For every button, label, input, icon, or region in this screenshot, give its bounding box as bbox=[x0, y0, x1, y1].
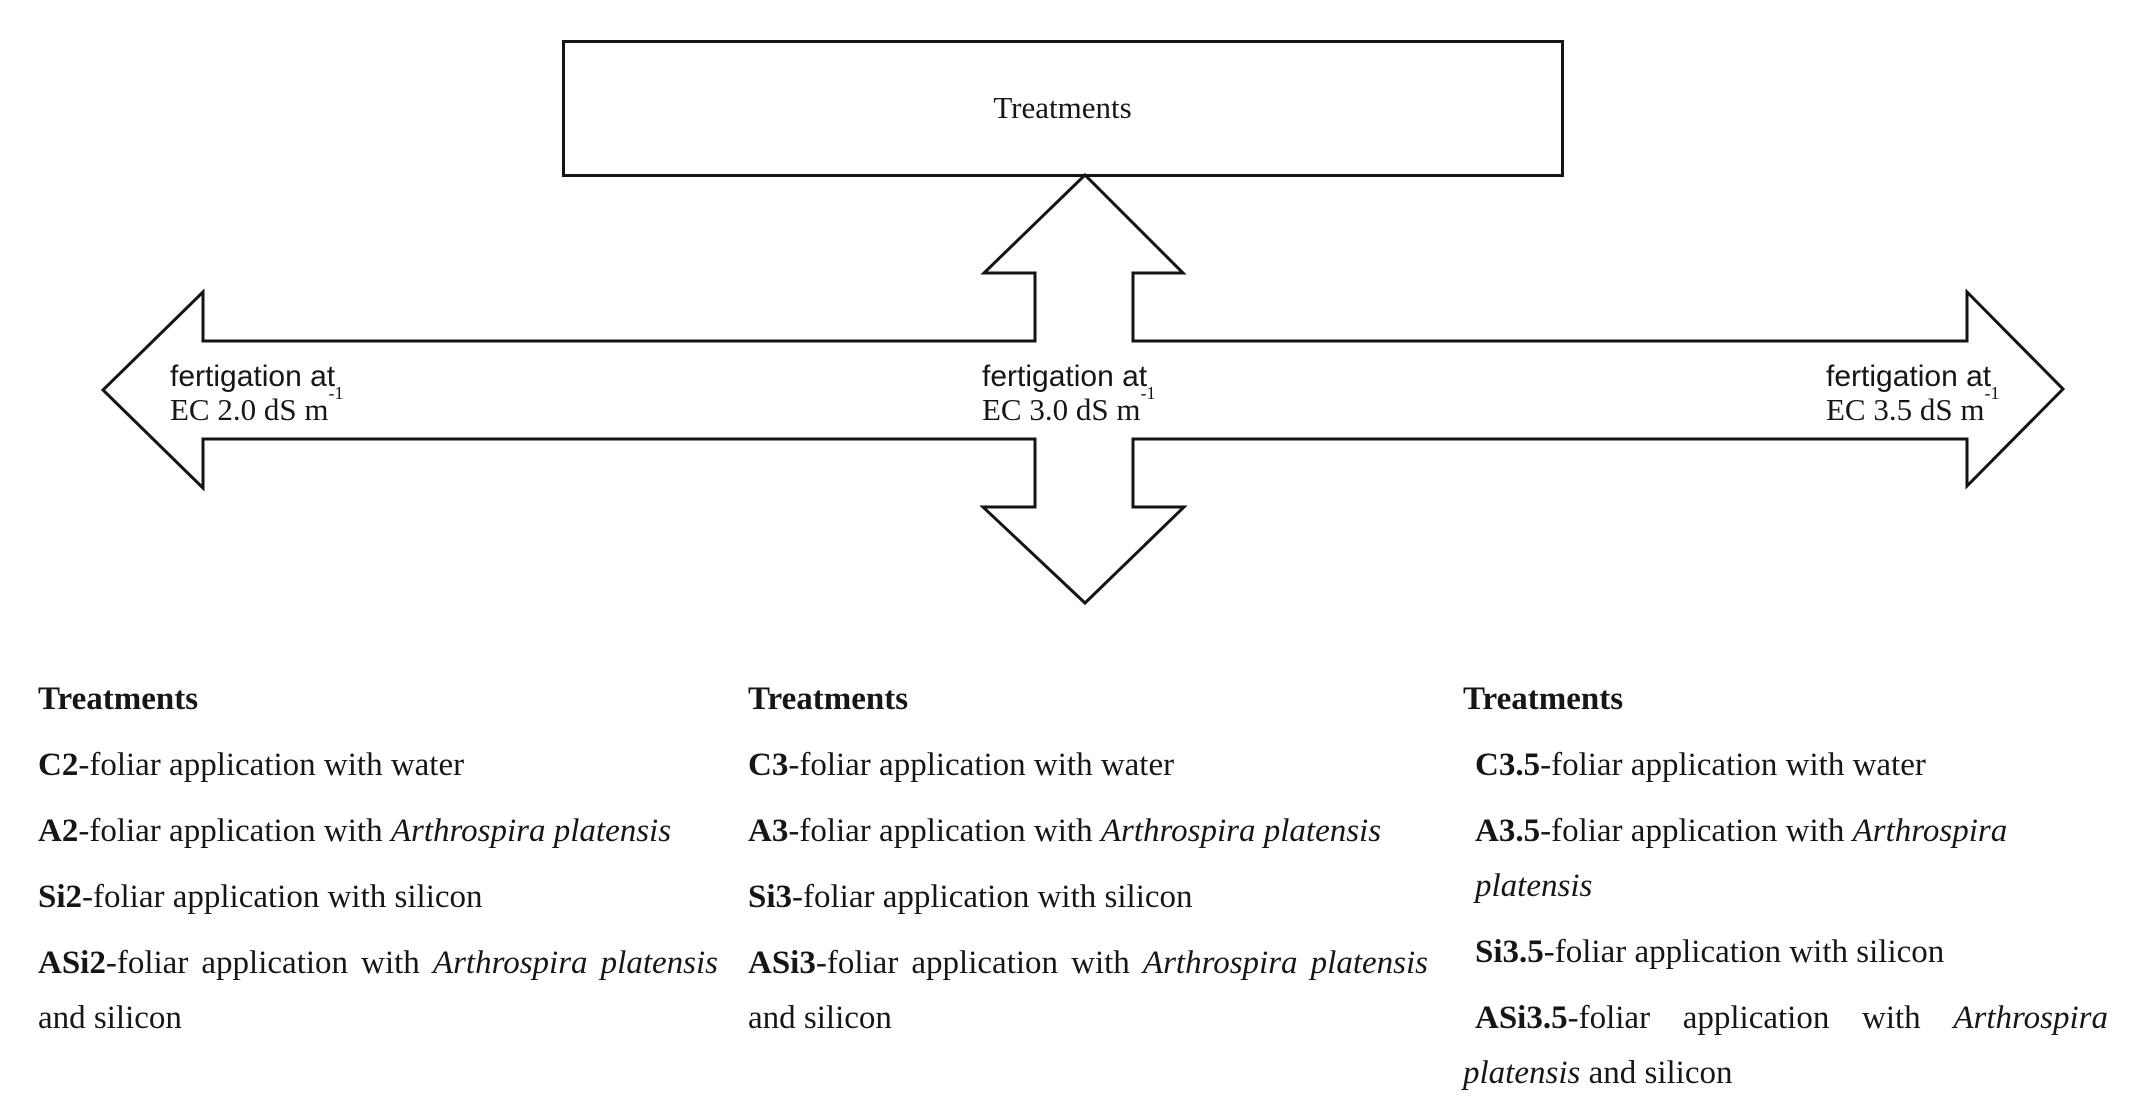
column-heading: Treatments bbox=[38, 681, 199, 717]
treatment-code: ASi3.5 bbox=[1475, 1000, 1568, 1036]
treatment-item-line: A2-foliar application with Arthrospira p… bbox=[38, 804, 718, 859]
treatment-text: -foliar application with silicon bbox=[82, 879, 483, 915]
treatment-item-line: and silicon bbox=[38, 991, 718, 1046]
treatment-text: -foliar application with water bbox=[78, 747, 465, 783]
treatment-item: C3-foliar application with water bbox=[748, 738, 1428, 793]
species-name: Arthrospira platensis bbox=[1142, 945, 1428, 981]
treatments-column-ec3: Treatments C3-foliar application with wa… bbox=[748, 672, 1428, 1057]
column-heading: Treatments bbox=[748, 681, 909, 717]
species-name: Arthrospira platensis bbox=[1475, 813, 2008, 904]
treatment-text: -foliar application with bbox=[815, 945, 1143, 981]
species-name: Arthrospira bbox=[1953, 1000, 2108, 1036]
treatment-item: Si3-foliar application with silicon bbox=[748, 870, 1428, 925]
treatment-item: Si2-foliar application with silicon bbox=[38, 870, 718, 925]
species-name: Arthrospira platensis bbox=[432, 945, 718, 981]
treatment-item: A3-foliar application with Arthrospira p… bbox=[748, 804, 1428, 859]
treatment-code: Si3.5 bbox=[1475, 934, 1544, 970]
treatment-item-line: C3-foliar application with water bbox=[748, 738, 1428, 793]
treatment-item: ASi2-foliar application with Arthrospira… bbox=[38, 936, 718, 1046]
treatment-code: ASi3 bbox=[748, 945, 816, 981]
treatment-text: -foliar application with silicon bbox=[792, 879, 1193, 915]
branch-label-line2: EC 3.0 dS m-1 bbox=[982, 384, 1155, 427]
treatment-item: C2-foliar application with water bbox=[38, 738, 718, 793]
treatment-item: ASi3-foliar application with Arthrospira… bbox=[748, 936, 1428, 1046]
treatments-column-ec35: Treatments C3.5-foliar application with … bbox=[1463, 672, 2108, 1112]
exponent: -1 bbox=[328, 382, 344, 403]
treatment-code: A2 bbox=[38, 813, 79, 849]
treatment-code: ASi2 bbox=[38, 945, 106, 981]
treatment-code: Si3 bbox=[748, 879, 793, 915]
treatment-item-line: ASi2-foliar application with Arthrospira… bbox=[38, 936, 718, 991]
treatment-item-line: C2-foliar application with water bbox=[38, 738, 718, 793]
exponent: -1 bbox=[1140, 382, 1156, 403]
treatment-text: -foliar application with bbox=[105, 945, 433, 981]
treatment-item: ASi3.5-foliar application with Arthrospi… bbox=[1463, 991, 2108, 1101]
treatment-item-line: platensis and silicon bbox=[1463, 1046, 2108, 1101]
treatment-item: C3.5-foliar application with water bbox=[1463, 738, 2108, 793]
treatment-item-line: Si2-foliar application with silicon bbox=[38, 870, 718, 925]
treatment-text: -foliar application with bbox=[1540, 813, 1853, 849]
treatment-text: and silicon bbox=[38, 1000, 182, 1036]
treatment-text: -foliar application with bbox=[78, 813, 391, 849]
treatment-text: -foliar application with water bbox=[1540, 747, 1926, 783]
treatment-code: A3 bbox=[748, 813, 789, 849]
treatment-text: -foliar application with water bbox=[788, 747, 1175, 783]
branch-label-ec35: fertigation at EC 3.5 dS m-1 bbox=[1826, 360, 1999, 426]
branch-label-line1: fertigation at bbox=[1826, 360, 1992, 393]
treatment-code: A3.5 bbox=[1475, 813, 1541, 849]
treatment-text: and silicon bbox=[1580, 1055, 1733, 1091]
treatment-item: Si3.5-foliar application with silicon bbox=[1463, 925, 2108, 980]
treatment-text: -foliar application with silicon bbox=[1543, 934, 1945, 970]
species-name: Arthrospira platensis bbox=[1100, 813, 1382, 849]
treatment-text: -foliar application with bbox=[1567, 1000, 1954, 1036]
species-name: Arthrospira platensis bbox=[390, 813, 672, 849]
root-box-label: Treatments bbox=[993, 90, 1132, 125]
ec-value: EC 2.0 dS m bbox=[170, 392, 329, 427]
species-name: platensis bbox=[1463, 1055, 1581, 1091]
branch-label-line2: EC 2.0 dS m-1 bbox=[170, 384, 343, 427]
branch-label-line1: fertigation at bbox=[170, 360, 336, 393]
treatment-text: and silicon bbox=[748, 1000, 892, 1036]
treatment-diagram bbox=[100, 40, 2066, 606]
ec-value: EC 3.5 dS m bbox=[1826, 392, 1985, 427]
treatment-item-line: Si3.5-foliar application with silicon bbox=[1463, 925, 2108, 980]
treatment-code: C2 bbox=[38, 747, 79, 783]
treatment-item-line: Si3-foliar application with silicon bbox=[748, 870, 1428, 925]
exponent: -1 bbox=[1984, 382, 2000, 403]
ec-value: EC 3.0 dS m bbox=[982, 392, 1141, 427]
figure-canvas: Treatments fertigation at EC 2.0 dS m-1 … bbox=[38, 40, 2108, 1091]
treatment-code: C3 bbox=[748, 747, 789, 783]
treatment-item: A2-foliar application with Arthrospira p… bbox=[38, 804, 718, 859]
treatments-box-shape bbox=[562, 40, 1564, 177]
treatment-text: -foliar application with bbox=[788, 813, 1101, 849]
treatment-item-line: and silicon bbox=[748, 991, 1428, 1046]
treatment-item-line: C3.5-foliar application with water bbox=[1463, 738, 2108, 793]
treatment-item-line: A3-foliar application with Arthrospira p… bbox=[748, 804, 1428, 859]
treatment-code: Si2 bbox=[38, 879, 83, 915]
treatment-item-line: ASi3.5-foliar application with Arthrospi… bbox=[1463, 991, 2108, 1046]
treatment-item: A3.5-foliar application with Arthrospira… bbox=[1463, 804, 2108, 914]
column-heading: Treatments bbox=[1463, 681, 1624, 717]
treatment-item-line: A3.5-foliar application with Arthrospira… bbox=[1463, 804, 2108, 914]
treatments-column-ec2: Treatments C2-foliar application with wa… bbox=[38, 672, 718, 1057]
branch-label-line1: fertigation at bbox=[982, 360, 1148, 393]
treatment-item-line: ASi3-foliar application with Arthrospira… bbox=[748, 936, 1428, 991]
branch-label-line2: EC 3.5 dS m-1 bbox=[1826, 384, 1999, 427]
cross-arrows-shape bbox=[100, 172, 2066, 606]
treatment-code: C3.5 bbox=[1475, 747, 1541, 783]
branch-label-ec2: fertigation at EC 2.0 dS m-1 bbox=[170, 360, 343, 426]
branch-label-ec3: fertigation at EC 3.0 dS m-1 bbox=[982, 360, 1155, 426]
